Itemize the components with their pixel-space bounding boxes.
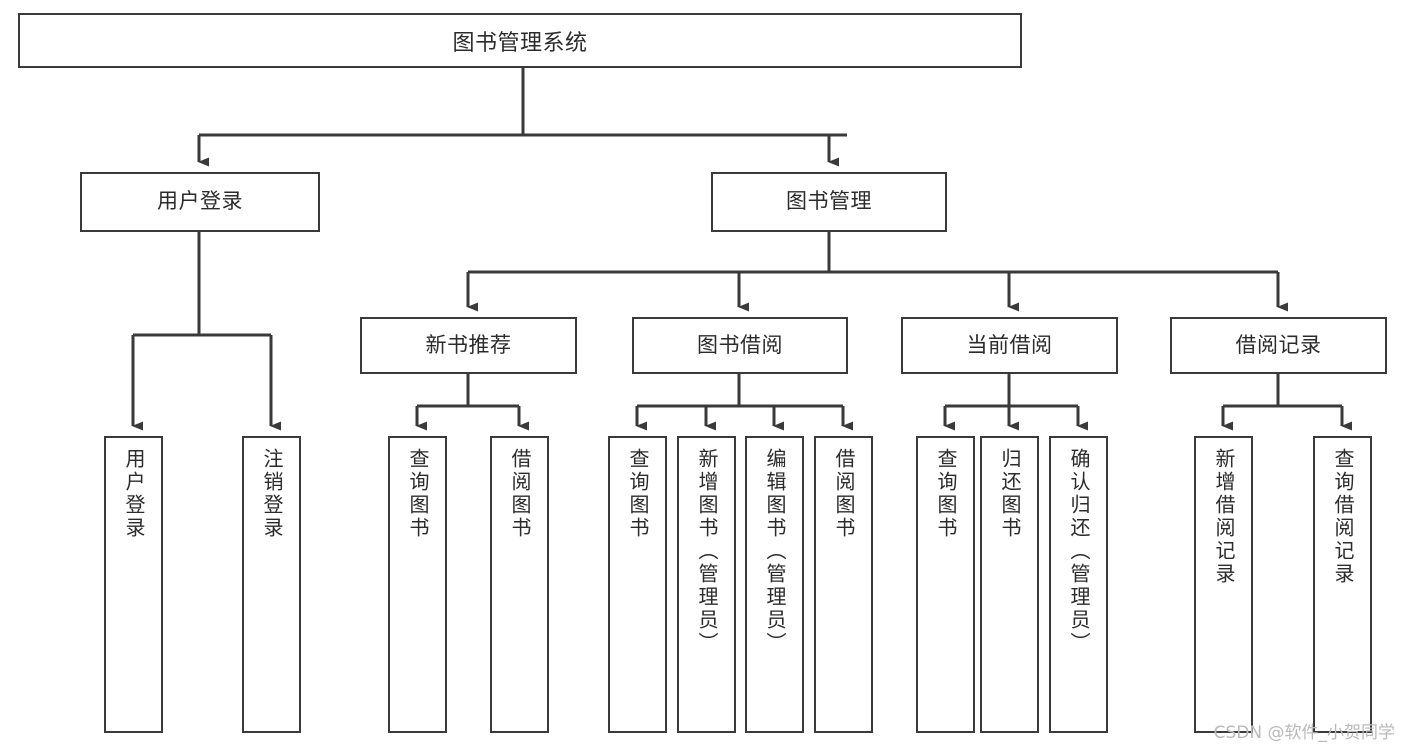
- node-leaf-confirm-return-label: 确认归还（管理员）: [1067, 448, 1091, 655]
- node-leaf-query-record[interactable]: 查询借阅记录: [1313, 436, 1372, 733]
- node-book-borrow[interactable]: 图书借阅: [632, 317, 848, 374]
- node-leaf-query-book-2-label: 查询图书: [626, 448, 650, 540]
- node-leaf-query-record-label: 查询借阅记录: [1331, 448, 1355, 586]
- node-book-manage-label: 图书管理: [786, 189, 872, 214]
- node-leaf-return-book-label: 归还图书: [998, 448, 1022, 540]
- node-book-manage[interactable]: 图书管理: [711, 172, 947, 232]
- node-leaf-query-book-3-label: 查询图书: [934, 448, 958, 540]
- node-new-book-recommend-label: 新书推荐: [425, 332, 512, 357]
- node-leaf-add-record-label: 新增借阅记录: [1212, 448, 1236, 586]
- node-leaf-query-book-1[interactable]: 查询图书: [388, 436, 447, 733]
- node-leaf-user-login[interactable]: 用户登录: [104, 436, 163, 733]
- node-root-label: 图书管理系统: [452, 30, 588, 56]
- node-leaf-logout-login-label: 注销登录: [260, 448, 284, 540]
- node-leaf-query-book-1-label: 查询图书: [406, 448, 430, 540]
- node-leaf-add-book[interactable]: 新增图书（管理员）: [677, 436, 736, 733]
- node-borrow-record[interactable]: 借阅记录: [1170, 317, 1387, 374]
- node-leaf-add-book-label: 新增图书（管理员）: [695, 448, 719, 655]
- node-leaf-borrow-book-2[interactable]: 借阅图书: [814, 436, 873, 733]
- node-leaf-borrow-book-2-label: 借阅图书: [832, 448, 856, 540]
- node-leaf-query-book-3[interactable]: 查询图书: [916, 436, 975, 733]
- node-leaf-user-login-label: 用户登录: [122, 448, 146, 540]
- node-new-book-recommend[interactable]: 新书推荐: [360, 317, 577, 374]
- node-leaf-edit-book-label: 编辑图书（管理员）: [763, 448, 787, 655]
- node-leaf-confirm-return[interactable]: 确认归还（管理员）: [1049, 436, 1108, 733]
- node-leaf-query-book-2[interactable]: 查询图书: [608, 436, 667, 733]
- node-book-borrow-label: 图书借阅: [697, 332, 783, 357]
- node-leaf-borrow-book-1-label: 借阅图书: [508, 448, 532, 540]
- node-leaf-borrow-book-1[interactable]: 借阅图书: [490, 436, 549, 733]
- node-leaf-edit-book[interactable]: 编辑图书（管理员）: [745, 436, 804, 733]
- node-root-system[interactable]: 图书管理系统: [18, 13, 1022, 68]
- node-borrow-record-label: 借阅记录: [1235, 332, 1322, 357]
- node-current-borrow[interactable]: 当前借阅: [901, 317, 1118, 374]
- node-user-login-label: 用户登录: [157, 189, 243, 214]
- node-leaf-add-record[interactable]: 新增借阅记录: [1194, 436, 1253, 733]
- node-leaf-logout-login[interactable]: 注销登录: [242, 436, 301, 733]
- node-leaf-return-book[interactable]: 归还图书: [980, 436, 1039, 733]
- node-current-borrow-label: 当前借阅: [966, 332, 1053, 357]
- node-user-login[interactable]: 用户登录: [80, 172, 320, 232]
